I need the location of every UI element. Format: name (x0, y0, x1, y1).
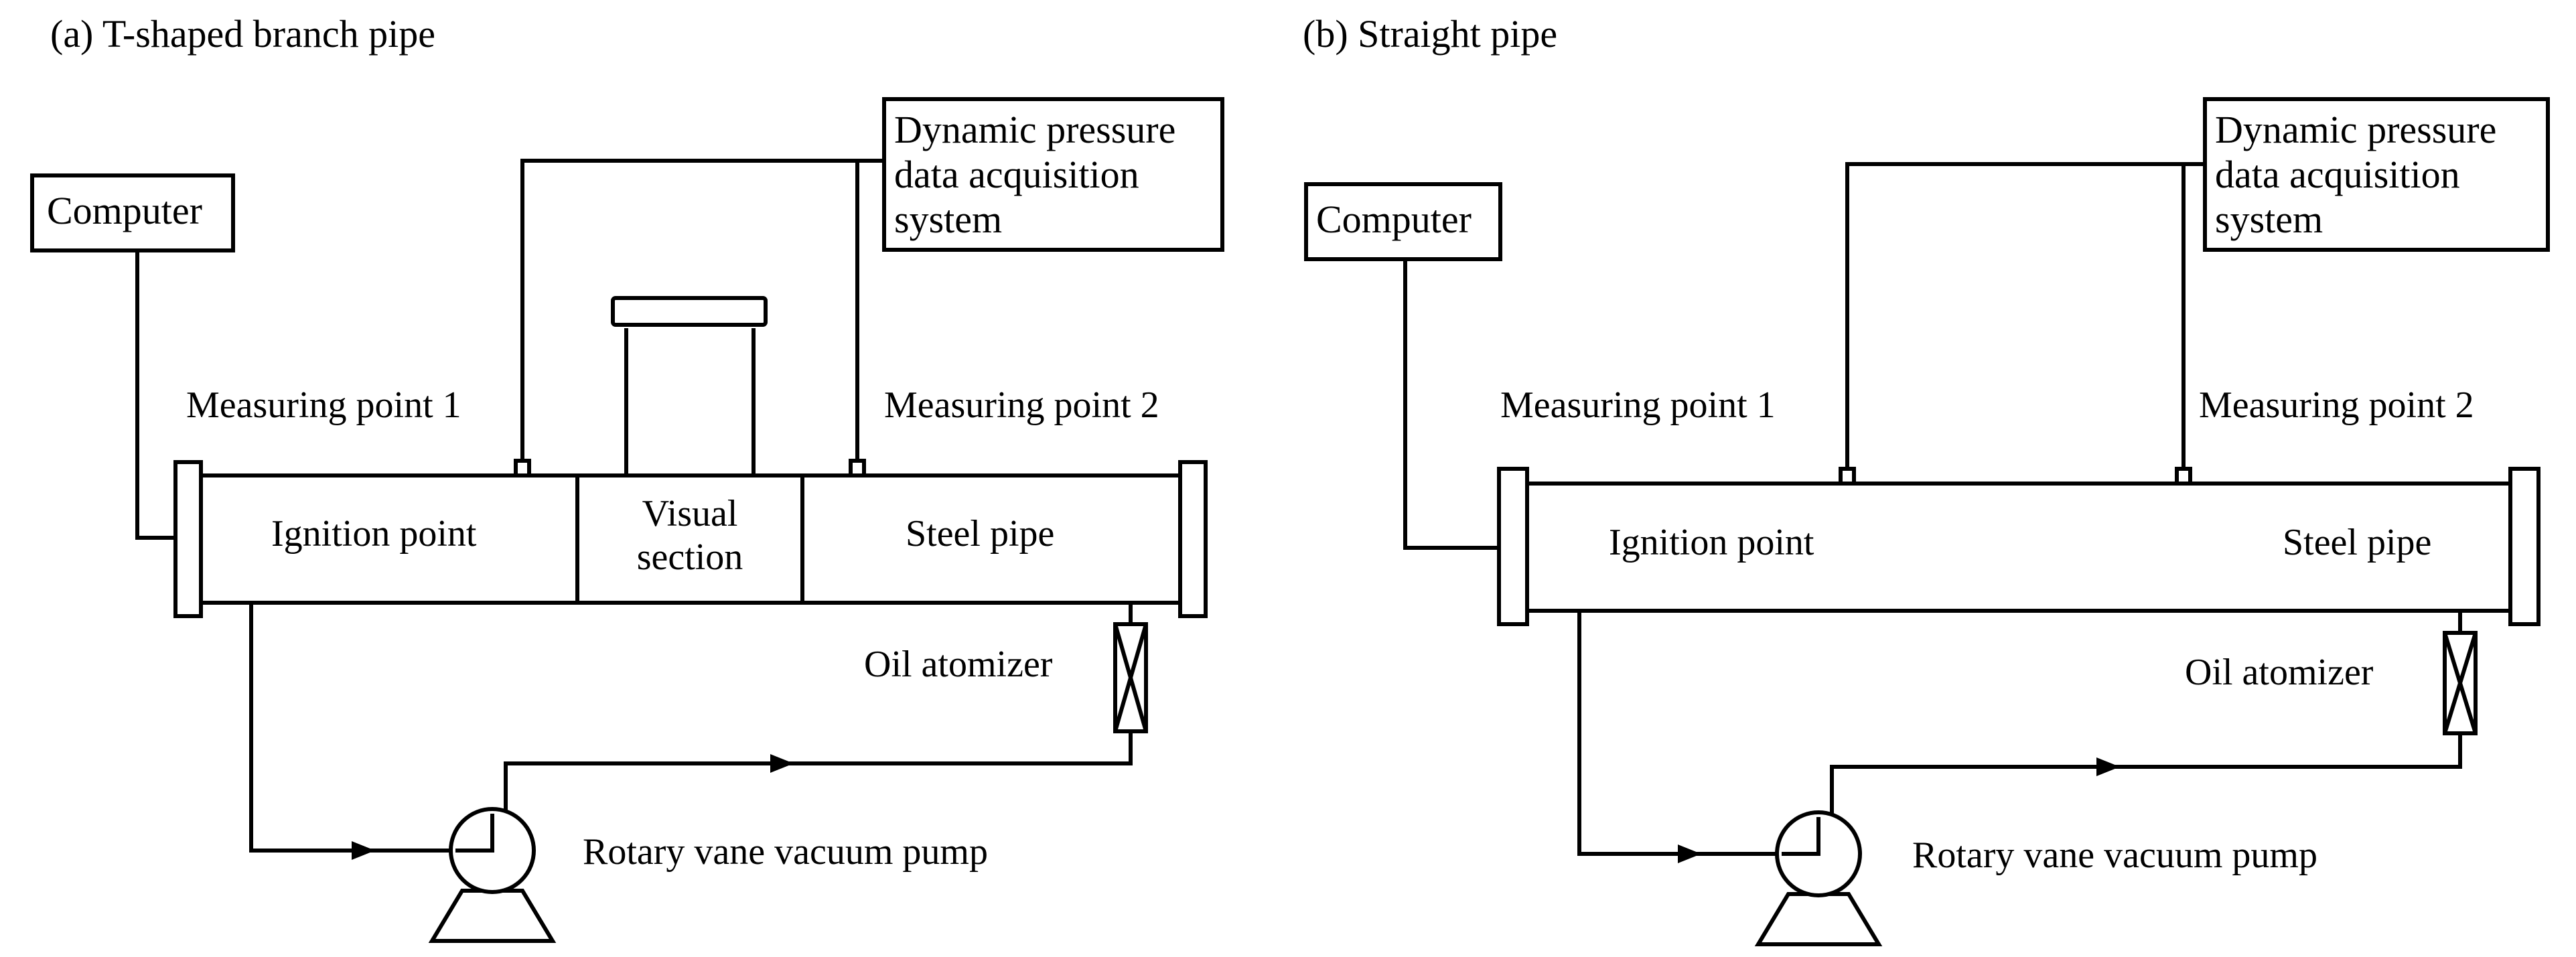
panel-b-computer-wire (1403, 259, 1499, 550)
panel-b-steel-label: Steel pipe (2283, 522, 2431, 563)
panel-a-mp2-label: Measuring point 2 (884, 384, 1159, 426)
panel-a-right-flange (1178, 460, 1208, 618)
panel-a: (a) T-shaped branch pipe Computer Dynami… (30, 12, 1224, 943)
panel-b-daq-line1: Dynamic pressure (2215, 108, 2496, 151)
panel-b-daq-wire-1 (1845, 162, 2205, 474)
panel-b-return-arrow (2096, 757, 2120, 776)
panel-a-computer-label: Computer (47, 189, 202, 232)
panel-b-oil-atomizer (2443, 611, 2478, 735)
panel-b-computer-label: Computer (1316, 198, 1472, 241)
panel-b-right-flange (2508, 467, 2541, 626)
panel-a-t-branch (611, 296, 768, 475)
panel-a-daq-line2: data acquisition (894, 153, 1139, 196)
panel-a-suction-arrow (352, 841, 375, 860)
panel-a-pump-icon (428, 807, 557, 943)
panel-a-main-pipe (199, 473, 1182, 605)
panel-a-daq-box: Dynamic pressure data acquisition system (882, 97, 1224, 252)
panel-b-title: (b) Straight pipe (1303, 12, 1557, 56)
panel-b-suction-arrow (1678, 844, 1701, 863)
panel-a-title: (a) T-shaped branch pipe (50, 12, 435, 56)
panel-a-pump-label: Rotary vane vacuum pump (583, 831, 988, 873)
panel-a-left-flange (173, 460, 203, 618)
panel-b-oil-label: Oil atomizer (2185, 652, 2374, 693)
panel-b-ignition-label: Ignition point (1609, 522, 1814, 563)
panel-a-oil-atomizer (1113, 603, 1148, 733)
panel-a-sensor-1 (514, 459, 531, 477)
panel-a-return-line (504, 731, 1133, 851)
panel-a-computer-box: Computer (30, 173, 235, 252)
panel-a-steel-label: Steel pipe (906, 513, 1054, 555)
panel-a-daq-wire-1 (520, 159, 884, 465)
panel-b-computer-box: Computer (1304, 182, 1502, 261)
panel-a-daq-line3: system (894, 198, 1002, 241)
panel-b-pump-icon (1754, 810, 1883, 946)
panel-b-sensor-1 (1839, 467, 1856, 486)
panel-b-daq-line2: data acquisition (2215, 153, 2460, 196)
panel-a-sensor-2 (849, 459, 866, 477)
panel-b-return-line (1830, 733, 2462, 854)
panel-b-main-pipe (1525, 482, 2512, 613)
panel-b-daq-box: Dynamic pressure data acquisition system (2203, 97, 2550, 252)
panel-a-return-arrow (770, 754, 794, 773)
panel-b-mp1-label: Measuring point 1 (1500, 384, 1776, 426)
panel-b-sensor-2 (2175, 467, 2192, 486)
panel-a-mp1-label: Measuring point 1 (186, 384, 461, 426)
panel-a-ignition-label: Ignition point (271, 513, 477, 555)
panel-a-suction-line (249, 603, 455, 853)
panel-b-mp2-label: Measuring point 2 (2199, 384, 2474, 426)
panel-a-oil-label: Oil atomizer (864, 644, 1053, 685)
panel-b-daq-line3: system (2215, 198, 2323, 241)
panel-a-visual-label-2: section (637, 536, 743, 578)
panel-a-daq-line1: Dynamic pressure (894, 108, 1175, 151)
panel-b-left-flange (1497, 467, 1529, 626)
panel-b: (b) Straight pipe Computer Dynamic press… (1303, 12, 2550, 946)
panel-b-pump-label: Rotary vane vacuum pump (1912, 834, 2317, 876)
panel-a-computer-wire (135, 250, 177, 540)
panel-b-suction-line (1577, 611, 1780, 856)
panel-a-visual-label-1: Visual (642, 493, 738, 534)
